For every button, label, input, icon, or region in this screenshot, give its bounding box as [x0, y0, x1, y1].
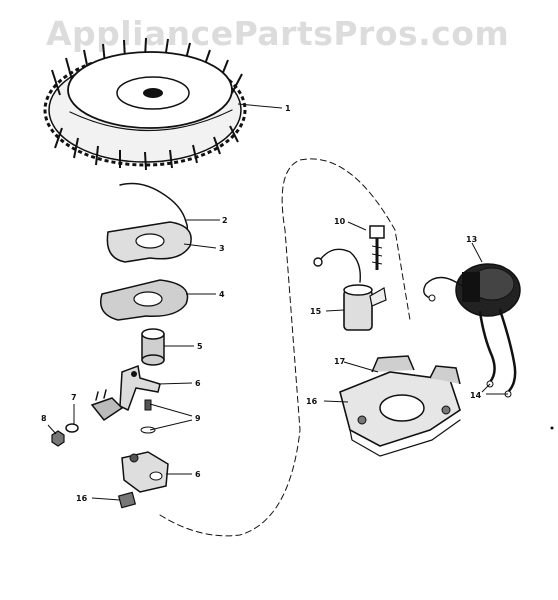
callout-4: 4	[219, 290, 225, 299]
callout-3: 3	[219, 244, 225, 253]
callout-14: 14	[470, 391, 482, 400]
callout-5: 5	[197, 342, 203, 351]
callout-1: 1	[285, 104, 291, 113]
callout-13: 13	[466, 235, 477, 244]
screw-10-icon[interactable]	[369, 225, 385, 270]
gasket-icon[interactable]	[100, 279, 189, 321]
breaker-plate-icon[interactable]	[121, 451, 169, 493]
callout-10: 10	[334, 217, 346, 226]
callout-6-lower: 6	[195, 470, 201, 479]
callout-16-right: 16	[306, 397, 318, 406]
watermark: AppliancePartsPros.com	[46, 14, 510, 53]
callout-6: 6	[195, 379, 201, 388]
armature-bracket-icon[interactable]	[339, 355, 461, 457]
callout-15: 15	[310, 307, 322, 316]
callout-8: 8	[41, 414, 47, 423]
connector-icon[interactable]	[117, 491, 137, 509]
callout-16-left: 16	[76, 494, 88, 503]
sleeve-icon[interactable]	[141, 328, 165, 366]
coil-icon[interactable]	[423, 263, 521, 398]
callout-9: 9	[195, 414, 201, 423]
callout-2: 2	[222, 216, 228, 225]
edge-mark	[550, 426, 554, 430]
callout-17: 17	[334, 357, 345, 366]
terminal-block-icon[interactable]	[90, 389, 124, 422]
assembly-boundary	[159, 158, 411, 537]
cover-plate-icon[interactable]	[106, 221, 192, 263]
callout-7: 7	[71, 393, 77, 402]
breaker-arm-icon[interactable]	[119, 364, 161, 412]
leader-lines	[47, 103, 508, 501]
flywheel-icon[interactable]	[43, 37, 247, 171]
screw-icon[interactable]	[140, 399, 156, 434]
nut-icon[interactable]	[51, 430, 65, 447]
callout-labels: 1 2 3 4 5 6 7 8 9 6 16 10 13 15 17 16 14	[41, 104, 482, 503]
washer-icon[interactable]	[65, 423, 79, 433]
condenser-icon[interactable]	[313, 248, 387, 331]
